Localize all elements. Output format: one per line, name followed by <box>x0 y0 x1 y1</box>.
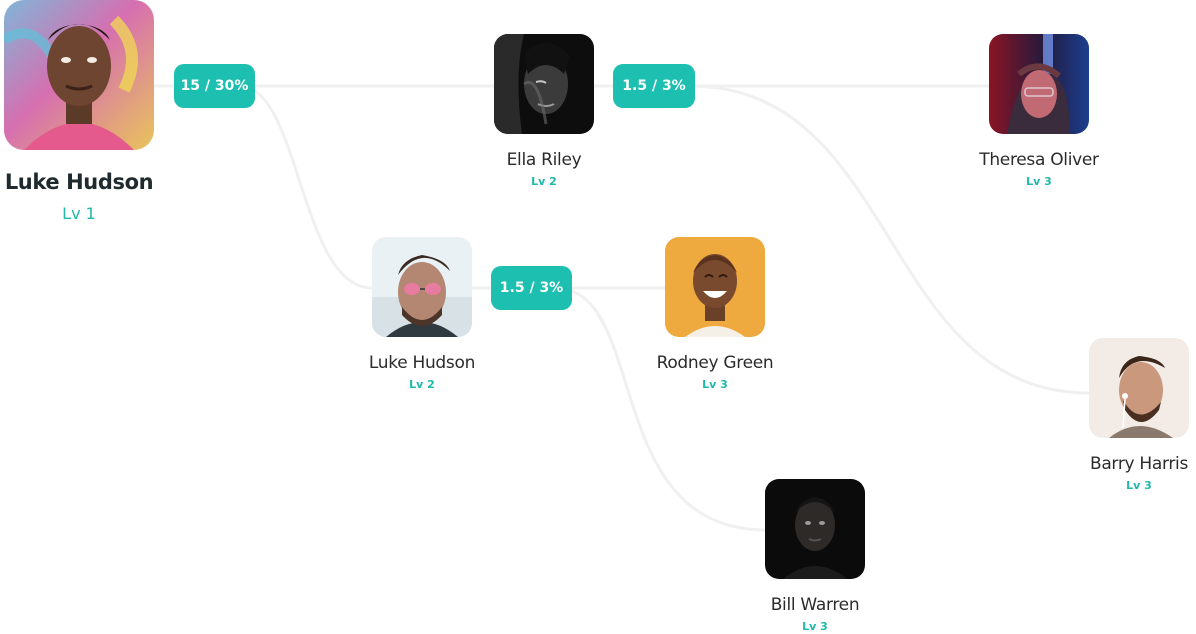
root-user-card[interactable]: Luke Hudson Lv 1 <box>4 0 154 223</box>
user-level: Lv 3 <box>802 620 828 633</box>
user-name: Ella Riley <box>506 150 582 170</box>
connector-luke-hudson-to-bill-warren <box>553 286 768 532</box>
user-card-rodney-green[interactable]: Rodney Green Lv 3 <box>640 237 790 391</box>
connector-root-to-luke-hudson <box>238 84 374 290</box>
user-level: Lv 3 <box>702 378 728 391</box>
user-name: Theresa Oliver <box>979 150 1099 170</box>
user-level: Lv 3 <box>1126 479 1152 492</box>
woman-neon-light-avatar <box>989 34 1089 134</box>
root-user-name: Luke Hudson <box>4 170 154 194</box>
user-level: Lv 2 <box>409 378 435 391</box>
user-name: Bill Warren <box>770 595 860 615</box>
user-card-barry-harris[interactable]: Barry Harris Lv 3 <box>1083 338 1195 492</box>
user-level: Lv 3 <box>1026 175 1052 188</box>
user-level: Lv 2 <box>531 175 557 188</box>
user-name: Barry Harris <box>1089 454 1189 474</box>
root-user-level: Lv 1 <box>62 204 96 223</box>
connector-ella-riley-to-barry-harris <box>688 84 1092 395</box>
commission-badge-ella-riley-to-level3: 1.5 / 3% <box>613 64 695 108</box>
user-name: Rodney Green <box>656 353 774 373</box>
man-sunglasses-avatar <box>372 237 472 337</box>
commission-badge-luke-hudson-to-level3: 1.5 / 3% <box>491 266 572 310</box>
man-earphones-avatar <box>1089 338 1189 438</box>
commission-badge-root-to-level2: 15 / 30% <box>174 64 255 108</box>
user-card-theresa-oliver[interactable]: Theresa Oliver Lv 3 <box>964 34 1114 188</box>
man-dark-portrait-avatar <box>765 479 865 579</box>
user-card-ella-riley[interactable]: Ella Riley Lv 2 <box>469 34 619 188</box>
woman-bw-portrait-avatar <box>494 34 594 134</box>
user-card-luke-hudson-lv2[interactable]: Luke Hudson Lv 2 <box>347 237 497 391</box>
user-name: Luke Hudson <box>368 353 476 373</box>
man-smiling-avatar <box>4 0 154 150</box>
woman-laughing-avatar <box>665 237 765 337</box>
user-card-bill-warren[interactable]: Bill Warren Lv 3 <box>740 479 890 633</box>
